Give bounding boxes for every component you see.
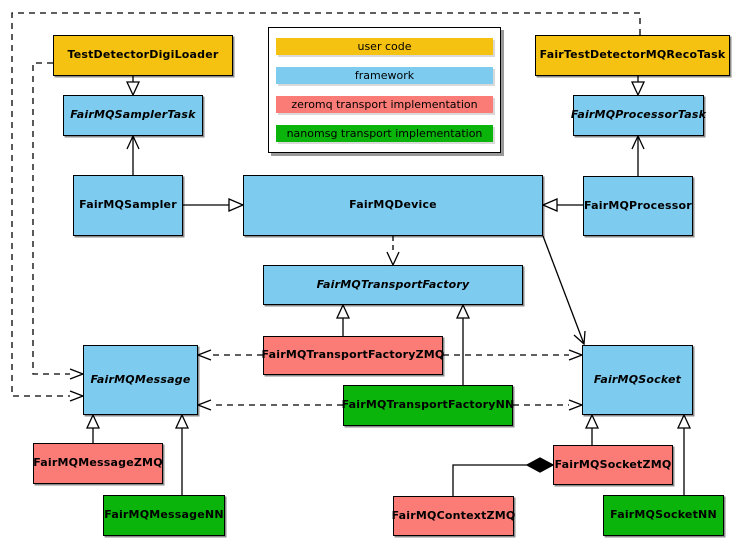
legend-item-nanomsg: nanomsg transport implementation — [276, 125, 493, 142]
class-box-fairmqprocessortask: FairMQProcessorTask — [571, 95, 706, 136]
legend: user code framework zeromq transport imp… — [268, 27, 501, 153]
edge-inheritance-fairmqtransportfactoryzmq-fairmqtransportfactory — [335, 303, 351, 336]
edge-dependency-fairmqtransportfactoryzmq-fairmqmessage — [196, 349, 263, 361]
edge-inheritance-fairmqsocketnn-fairmqsocket — [676, 413, 692, 495]
edge-dependency-fairmqtransportfactorynn-fairmqmessage — [196, 399, 343, 411]
class-box-fairmqmessage: FairMQMessage — [83, 345, 198, 415]
edge-inheritance-fairmqsocketzmq-fairmqsocket — [584, 413, 600, 445]
class-box-testdetectordigiloader: TestDetectorDigiLoader — [53, 35, 233, 76]
class-box-fairmqsampler: FairMQSampler — [73, 175, 183, 236]
legend-item-user-code: user code — [276, 38, 493, 55]
class-box-fairtestdetectormqrecotask: FairTestDetectorMQRecoTask — [535, 35, 730, 76]
legend-item-framework: framework — [276, 67, 493, 84]
legend-item-zeromq: zeromq transport implementation — [276, 96, 493, 113]
edge-inheritance-fairmqmessagenn-fairmqmessage — [174, 413, 190, 495]
class-box-fairmqtransportfactorynn: FairMQTransportFactoryNN — [342, 385, 514, 426]
class-box-fairmqdevice: FairMQDevice — [243, 175, 543, 236]
class-box-fairmqcontextzmq: FairMQContextZMQ — [392, 496, 515, 536]
edge-association-fairmqdevice-fairmqsocket — [542, 235, 586, 346]
edge-inheritance-fairmqtransportfactorynn-fairmqtransportfactory — [455, 303, 471, 385]
edge-inheritance-fairmqsampler-fairmqdevice — [183, 198, 245, 212]
edge-inheritance-fairtestdetectormqrecotask-fairmqprocessortask — [630, 76, 646, 97]
class-box-fairmqtransportfactory: FairMQTransportFactory — [263, 265, 523, 305]
class-box-fairmqsocketzmq: FairMQSocketZMQ — [553, 445, 673, 485]
edge-inheritance-fairmqprocessor-fairmqdevice — [541, 198, 583, 212]
class-box-fairmqsocketnn: FairMQSocketNN — [603, 495, 724, 536]
class-box-fairmqmessagenn: FairMQMessageNN — [103, 495, 225, 536]
edge-dependency-fairmqtransportfactoryzmq-fairmqsocket — [443, 349, 584, 361]
class-box-fairmqsocket: FairMQSocket — [582, 345, 693, 415]
edge-association-fairmqsampler-fairmqsamplertask — [126, 134, 140, 175]
edge-inheritance-fairmqmessagezmq-fairmqmessage — [85, 413, 101, 443]
class-box-fairmqtransportfactoryzmq: FairMQTransportFactoryZMQ — [262, 336, 444, 375]
edge-composition-fairmqsocketzmq-fairmqcontextzmq — [452, 457, 555, 496]
edge-dependency-fairmqdevice-fairmqtransportfactory — [386, 236, 400, 267]
edge-dependency-fairmqtransportfactorynn-fairmqsocket — [513, 399, 584, 411]
class-box-fairmqprocessor: FairMQProcessor — [583, 176, 693, 236]
edge-inheritance-testdetectordigiloader-fairmqsamplertask — [125, 76, 141, 97]
edge-association-fairmqprocessor-fairmqprocessortask — [631, 134, 645, 176]
class-box-fairmqmessagezmq: FairMQMessageZMQ — [33, 443, 163, 484]
class-box-fairmqsamplertask: FairMQSamplerTask — [63, 95, 203, 136]
